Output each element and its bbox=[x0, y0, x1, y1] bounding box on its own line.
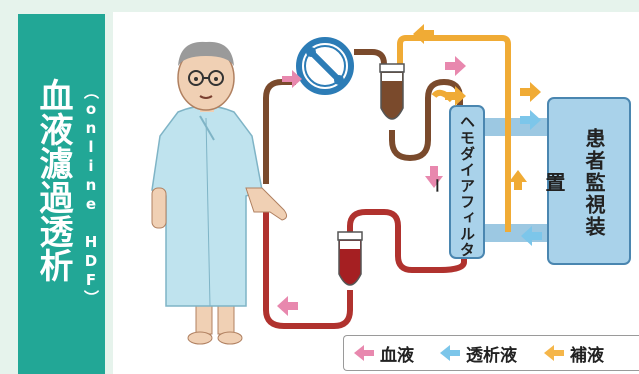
legend-label: 補液 bbox=[570, 345, 604, 366]
blood-arrow-icon bbox=[354, 345, 374, 361]
drip-chamber-upper bbox=[379, 63, 405, 120]
patient-figure bbox=[151, 41, 288, 345]
dialysate-arrow-icon bbox=[440, 345, 460, 361]
blood-arrow-1-icon bbox=[282, 70, 302, 88]
legend-item-substitution: 補液 bbox=[544, 342, 604, 366]
title-band bbox=[18, 14, 105, 374]
substitution-line bbox=[397, 35, 511, 232]
patient-monitor-label: 患者監視装置 bbox=[542, 128, 606, 238]
substitution-arrow-icon bbox=[544, 345, 564, 361]
legend-label: 透析液 bbox=[466, 345, 517, 366]
dialysate-arrow-1-icon bbox=[520, 110, 541, 130]
dialysate-arrow-2-icon bbox=[521, 226, 542, 246]
blood-arrow-2-icon bbox=[445, 56, 466, 76]
dialysate-pipe-top bbox=[480, 118, 552, 136]
legend-item-blood: 血液 bbox=[354, 342, 414, 366]
patient-monitor bbox=[547, 97, 631, 265]
chamber-to-filter-line bbox=[389, 78, 463, 162]
legend-item-dialysate: 透析液 bbox=[440, 342, 517, 366]
page-title: 血液濾過透析 bbox=[33, 78, 73, 282]
substitution-arrow-3-icon bbox=[520, 82, 541, 102]
legend: 血液 透析液 補液 bbox=[343, 335, 639, 371]
return-to-patient-line bbox=[263, 196, 353, 329]
venous-line-upper bbox=[263, 79, 296, 184]
legend-label: 血液 bbox=[380, 345, 414, 366]
drip-chamber-lower bbox=[337, 231, 363, 286]
blood-arrow-4-icon bbox=[277, 296, 298, 316]
blood-arrow-3-icon bbox=[425, 166, 443, 188]
hemodiafilter bbox=[449, 105, 485, 259]
substitution-arrow-4-icon bbox=[509, 170, 527, 190]
hemodiafilter-label: ヘモダイアフィルター bbox=[428, 114, 476, 258]
filter-to-chamber-line bbox=[347, 209, 467, 273]
blood-pump bbox=[296, 37, 354, 95]
page-subtitle: （online HDF） bbox=[82, 84, 100, 306]
substitution-arrow-1-icon bbox=[413, 24, 434, 44]
substitution-arrow-2-icon bbox=[445, 86, 466, 106]
